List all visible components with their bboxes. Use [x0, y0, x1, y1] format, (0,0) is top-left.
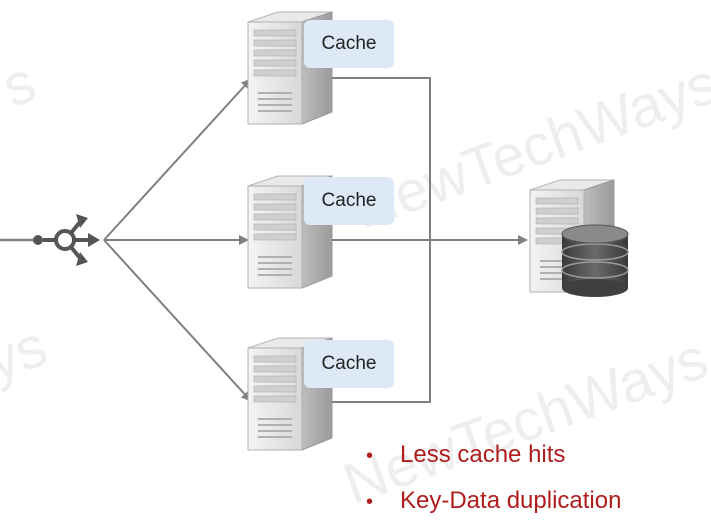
- issue-text: Less cache hits: [400, 441, 566, 468]
- issue-text: Key-Data duplication: [400, 487, 622, 514]
- cache-label-2: Cache: [304, 177, 394, 225]
- issues-list: • Less cache hits • Key-Data duplication: [366, 432, 621, 524]
- cache-label-3: Cache: [304, 340, 394, 388]
- arrow-to-server-3: [103, 239, 252, 402]
- load-balancer-icon: [33, 214, 100, 266]
- bullet-marker: •: [366, 491, 374, 513]
- cache-label-1: Cache: [304, 20, 394, 68]
- database-icon: [561, 224, 629, 297]
- arrow-to-server-1: [103, 78, 252, 241]
- bullet-marker: •: [366, 445, 374, 467]
- issue-item: • Less cache hits: [366, 432, 621, 478]
- issue-item: • Key-Data duplication: [366, 478, 621, 524]
